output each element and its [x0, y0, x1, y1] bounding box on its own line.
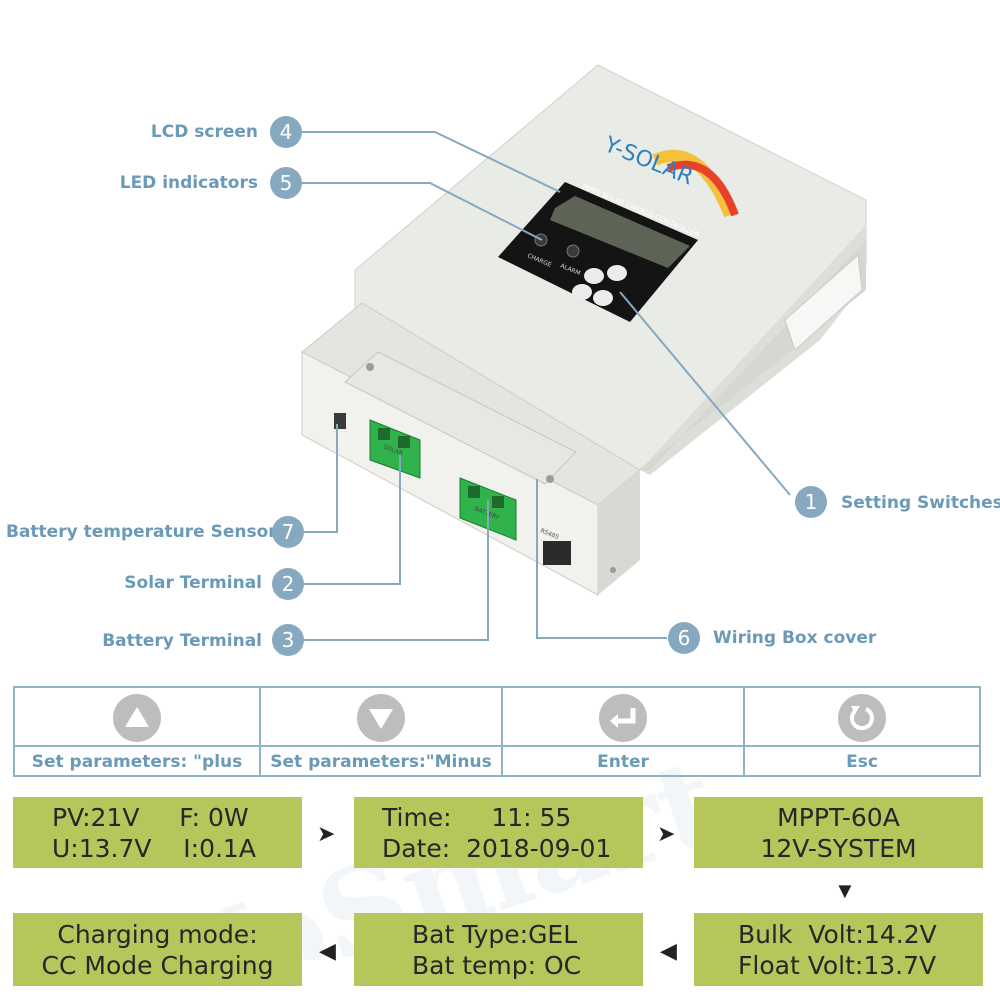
case-screw — [610, 567, 616, 573]
lcd-line-2: CC Mode Charging — [41, 951, 274, 980]
lcd-line-1: PV:21V F: 0W — [52, 803, 249, 832]
left-arrow-icon: ◀ — [660, 938, 677, 963]
lcd-window — [550, 196, 690, 268]
key-cell-esc: Esc — [743, 688, 979, 775]
callout-label-lcd-screen: LCD screen — [150, 122, 258, 142]
cover-screw — [546, 475, 554, 483]
up-arrow-icon[interactable] — [113, 694, 161, 742]
temperature-sensor-jack[interactable] — [334, 413, 346, 429]
battery-terminal-screw — [468, 486, 480, 498]
esc-icon[interactable] — [838, 694, 886, 742]
callout-line-1 — [619, 291, 791, 496]
key-table-divider — [15, 745, 979, 747]
lcd-line-1: Bulk Volt:14.2V — [738, 920, 937, 949]
battery-terminal-screw — [492, 496, 504, 508]
lcd-screen-time-date: Time: 11: 55 Date: 2018-09-01 — [354, 797, 643, 868]
wiring-box-cover[interactable] — [344, 351, 577, 485]
control-panel — [498, 182, 698, 322]
setting-switch[interactable] — [584, 268, 604, 284]
key-label-minus: Set parameters:"Minus — [270, 752, 492, 772]
solar-terminal-screw — [398, 436, 410, 448]
sun-arc-red — [666, 160, 739, 217]
lcd-screen-model: MPPT-60A 12V-SYSTEM — [694, 797, 983, 868]
left-arrow-icon: ◀ — [319, 938, 336, 963]
key-cell-minus: Set parameters:"Minus — [259, 688, 501, 775]
callout-line-7 — [304, 424, 338, 533]
right-arrow-icon: ➤ — [657, 821, 676, 846]
callout-line-2 — [304, 455, 401, 585]
key-label-esc: Esc — [846, 752, 878, 772]
lcd-line-1: Bat Type:GEL — [412, 920, 578, 949]
down-arrow-icon: ▼ — [834, 878, 856, 903]
lcd-line-2: 12V-SYSTEM — [760, 834, 917, 863]
callout-label-solar-terminal: Solar Terminal — [124, 573, 262, 593]
callout-label-battery-terminal: Battery Terminal — [102, 631, 262, 651]
setting-switch[interactable] — [607, 265, 627, 281]
key-cell-enter: Enter — [501, 688, 743, 775]
key-function-table: Set parameters: "plus Set parameters:"Mi… — [13, 686, 981, 777]
lcd-line-2: Float Volt:13.7V — [738, 951, 937, 980]
setting-switch[interactable] — [593, 290, 613, 306]
callout-line-6 — [536, 479, 667, 639]
lcd-screen-pv-status: PV:21V F: 0W U:13.7V I:0.1A — [13, 797, 302, 868]
lcd-line-1: Time: 11: 55 — [382, 803, 572, 832]
callout-line-4 — [302, 131, 561, 193]
lcd-line-1: Charging mode: — [57, 920, 258, 949]
callout-badge-4: 4 — [270, 116, 302, 148]
alarm-led — [566, 244, 580, 258]
callout-badge-1: 1 — [795, 486, 827, 518]
cover-screw — [366, 363, 374, 371]
setting-switch[interactable] — [572, 284, 592, 300]
callout-line-3 — [304, 500, 489, 641]
controller-body-side — [640, 200, 866, 475]
callout-label-battery-temperature-sensor: Battery temperature Sensor — [6, 522, 277, 542]
callout-label-led-indicators: LED indicators — [119, 173, 258, 193]
lcd-line-1: MPPT-60A — [777, 803, 900, 832]
callout-badge-6: 6 — [668, 622, 700, 654]
key-label-enter: Enter — [597, 752, 649, 772]
callout-label-wiring-box-cover: Wiring Box cover — [713, 628, 877, 648]
solar-terminal-screw — [378, 428, 390, 440]
key-cell-plus: Set parameters: "plus — [15, 688, 259, 775]
callout-line-5 — [302, 182, 543, 241]
callout-badge-3: 3 — [272, 624, 304, 656]
spec-label — [784, 253, 863, 351]
callout-badge-5: 5 — [270, 167, 302, 199]
lcd-screen-battery: Bat Type:GEL Bat temp: OC — [354, 913, 643, 986]
wiring-box-side — [598, 470, 640, 595]
lcd-line-2: Bat temp: OC — [412, 951, 582, 980]
right-arrow-icon: ➤ — [317, 821, 336, 846]
rs485-port[interactable] — [543, 541, 571, 565]
lcd-line-2: U:13.7V I:0.1A — [52, 834, 256, 863]
callout-label-setting-switches: Setting Switches — [841, 493, 1000, 513]
callout-badge-2: 2 — [272, 568, 304, 600]
lcd-line-2: Date: 2018-09-01 — [382, 834, 612, 863]
enter-icon[interactable] — [599, 694, 647, 742]
lcd-screen-charging-mode: Charging mode: CC Mode Charging — [13, 913, 302, 986]
charge-controller-illustration: MPPT SOLAR CHARGE CONTROLLER CHARGE ALAR… — [301, 64, 867, 641]
lcd-screen-voltages: Bulk Volt:14.2V Float Volt:13.7V — [694, 913, 983, 986]
callout-badge-7: 7 — [272, 516, 304, 548]
down-arrow-icon[interactable] — [357, 694, 405, 742]
key-label-plus: Set parameters: "plus — [31, 752, 243, 772]
